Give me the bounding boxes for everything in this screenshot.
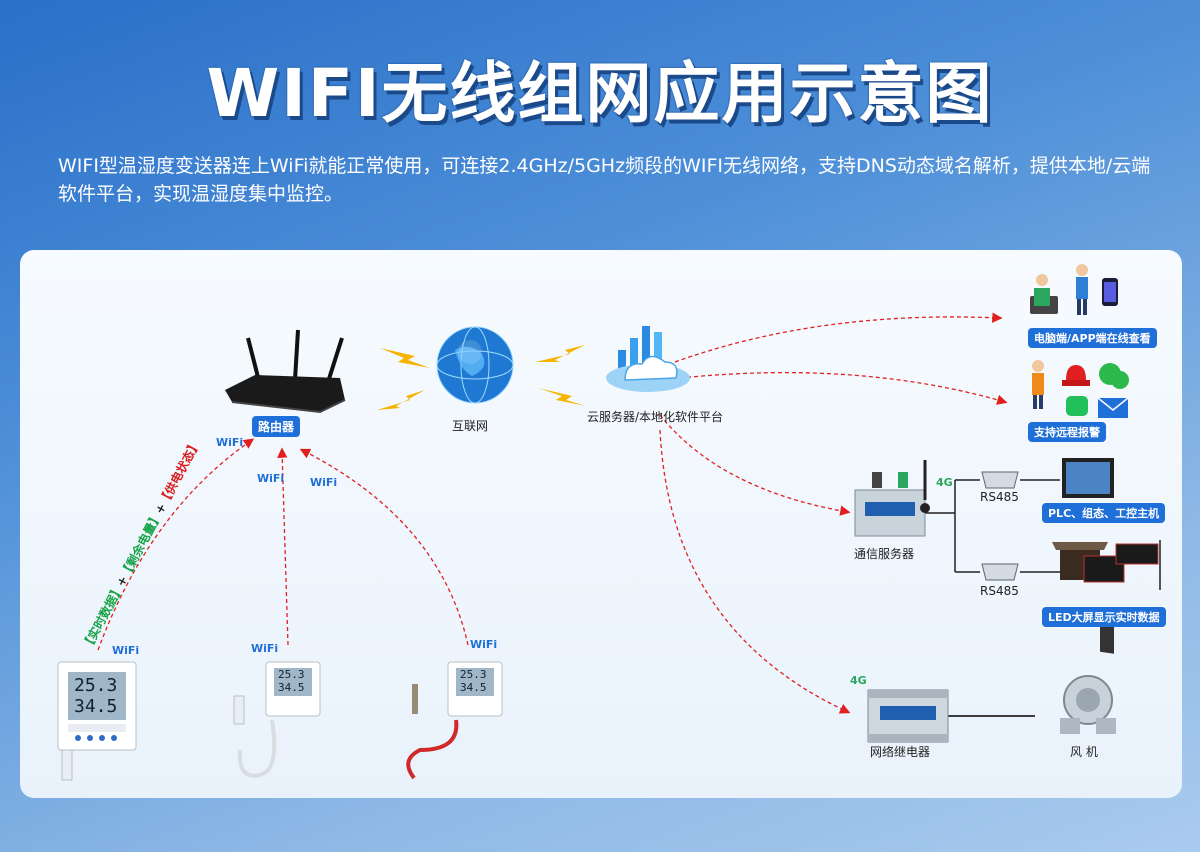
link-cloud-relay [659,429,851,714]
router-icon [225,329,346,414]
link-sensor2-router [277,447,289,646]
plc-monitor-icon [1062,458,1114,654]
internet-label: 互联网 [452,419,489,433]
intro-text: WIFI型温湿度变送器连上WiFi就能正常使用，可连接2.4GHz/5GHz频段… [58,155,1151,205]
badge-4g-comm: 4G [936,476,953,489]
lightning-icon [377,345,586,410]
sensor-device-probe-icon [233,661,321,778]
comm-server-icon [854,460,930,537]
wifi-label-sensor1: WiFi [112,644,140,657]
pc-app-label: 电脑端/APP端在线查看 [1028,328,1157,348]
globe-icon [436,326,514,404]
sensor2-hum: 34.5 [278,681,305,694]
sensor3-hum: 34.5 [460,681,487,694]
comm-server-label: 通信服务器 [854,547,915,561]
page-title: WIFI无线组网应用示意图 [206,55,994,132]
rs485-connector-icon [981,471,1019,581]
sensor-device-redprobe-icon [406,661,503,780]
led-screen-icon [1052,540,1161,590]
relay-label: 网络继电器 [870,745,931,759]
link-sensor1-router [97,438,255,651]
sensor-device-large-icon [57,661,137,781]
sensor1-hum: 34.5 [74,696,118,717]
alarm-label: 支持远程报警 [1028,422,1106,442]
sensor1-temp: 25.3 [74,675,118,696]
wire-comm-rs485 [925,479,980,573]
router-label: 路由器 [252,416,301,437]
blower-fan-icon [1060,675,1116,734]
link-cloud-alarm [679,371,1008,405]
sensor3-temp: 25.3 [460,668,487,681]
network-relay-icon [867,689,949,743]
link-sensor3-router [299,448,469,646]
cloud-label: 云服务器/本地化软件平台 [587,410,724,424]
wifi-label-sensor2: WiFi [251,642,279,655]
link-cloud-pc [674,312,1003,363]
plc-label: PLC、组态、工控主机 [1042,503,1166,523]
wifi-label-sensor3: WiFi [470,638,498,651]
rs485-b-label: RS485 [980,584,1019,598]
cloud-server-icon [606,326,690,392]
rs485-a-label: RS485 [980,490,1019,504]
link-cloud-comm [659,414,851,516]
wifi-label-mid1: WiFi [257,472,285,485]
connection-lines [57,264,1161,781]
wifi-label-router: WiFi [216,436,244,449]
people-app-icon [1030,264,1118,315]
diagram-panel: 25.3 34.5 25.3 34.5 25.3 34.5 WiFi WiFi … [20,250,1182,798]
wifi-label-mid2: WiFi [310,476,338,489]
led-label: LED大屏显示实时数据 [1042,607,1166,627]
fan-label: 风 机 [1070,745,1098,759]
alarm-icons [1032,360,1129,418]
sensor2-temp: 25.3 [278,668,305,681]
badge-4g-relay: 4G [850,674,867,687]
